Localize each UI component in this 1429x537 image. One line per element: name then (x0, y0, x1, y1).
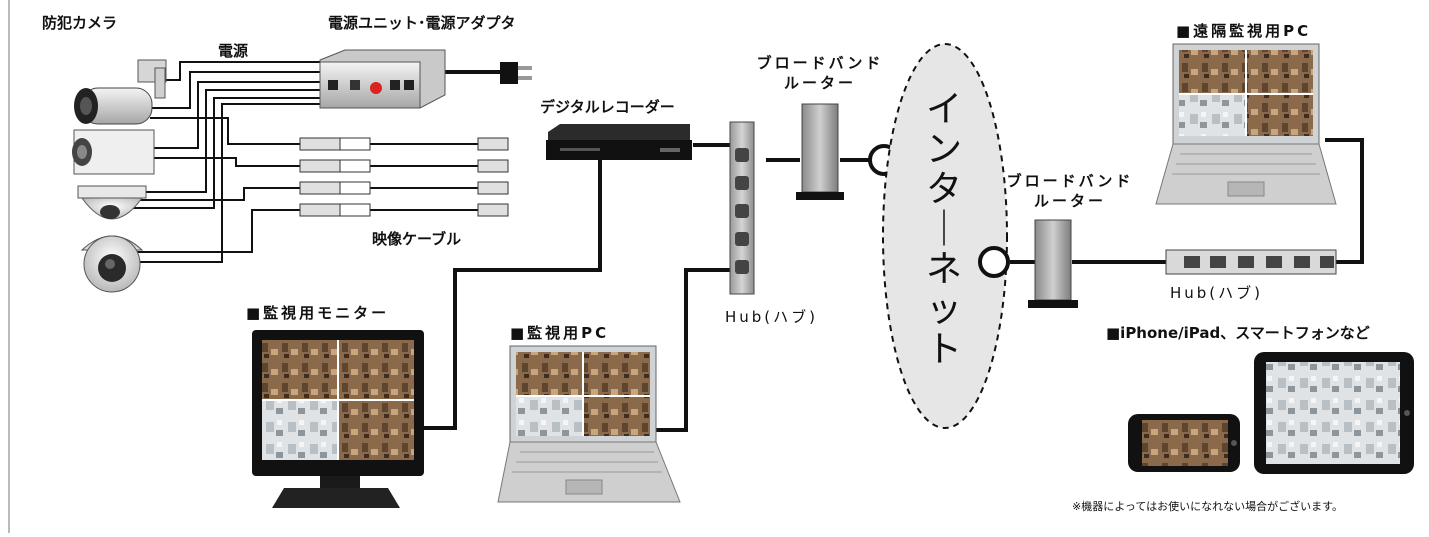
camera-label: 防犯カメラ (42, 14, 118, 32)
hub2-label: Hub(ハブ) (1170, 284, 1264, 302)
cloud-icon (882, 43, 1008, 429)
router-icon (1028, 219, 1078, 308)
monitor-icon (252, 330, 424, 508)
power-label: 電源 (218, 42, 249, 60)
digital-recorder-icon (546, 124, 692, 160)
power-unit-icon (319, 49, 446, 109)
bnc-connector-icon (299, 137, 509, 217)
cables (120, 61, 478, 263)
router1-label-line2: ルーター (783, 74, 856, 92)
internet-label-char: ネ (925, 249, 962, 290)
laptop-icon (1155, 43, 1337, 205)
footnote: ※機器によってはお使いになれない場合がございます。 (1072, 500, 1344, 513)
bullet-camera-icon (74, 59, 167, 125)
router1-label-line1: ブロードバンド (756, 54, 884, 72)
left-border-line (8, 0, 10, 533)
power-plug-icon (500, 62, 532, 84)
internet-label-char: ン (925, 129, 962, 170)
video-cable-label: 映像ケーブル (372, 230, 462, 248)
router-icon (796, 103, 844, 200)
network-cables (420, 138, 1364, 432)
mobile-label: ■iPhone/iPad、スマートフォンなど (1106, 324, 1370, 342)
connector-circle (978, 246, 1010, 278)
internet-label: インタ｜ネット (922, 90, 966, 370)
pc-label: ■監視用PC (510, 324, 610, 342)
internet-label-char: ト (925, 329, 962, 370)
internet-label-char: ッ (925, 289, 962, 330)
hub1-label: Hub(ハブ) (725, 308, 819, 326)
hub-icon (729, 121, 755, 295)
internet-label-char: イ (925, 89, 962, 130)
smartphone-icon (1128, 414, 1240, 472)
dome-camera-icon (80, 235, 144, 293)
internet-label-char: タ (925, 169, 962, 210)
laptop-icon (497, 345, 681, 503)
internet-label-char: ｜ (925, 209, 962, 250)
power-unit-label: 電源ユニット･電源アダプタ (328, 14, 516, 32)
monitor-label: ■監視用モニター (246, 304, 390, 322)
recorder-label: デジタルレコーダー (540, 98, 675, 116)
router2-label-line1: ブロードバンド (1006, 172, 1134, 190)
box-camera-icon (72, 129, 155, 175)
tablet-icon (1254, 352, 1414, 474)
dome-camera-icon (77, 185, 147, 220)
router2-label-line2: ルーター (1033, 192, 1106, 210)
remote-pc-label: ■遠隔監視用PC (1176, 22, 1312, 40)
hub-icon (1165, 249, 1337, 275)
